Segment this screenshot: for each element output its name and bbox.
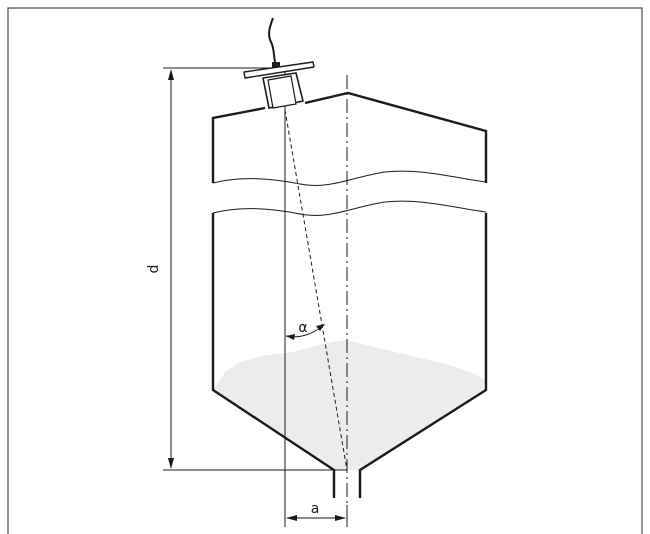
sensor-antenna: [267, 75, 297, 109]
dimension-d-label: d: [146, 265, 162, 274]
silo-lower-wall: [211, 213, 488, 498]
dimension-a-label: a: [311, 501, 320, 517]
dimension-d-arrow-bottom: [168, 458, 174, 469]
break-line-2: [212, 200, 487, 216]
radar-sensor: [243, 17, 315, 109]
break-line-1: [212, 170, 487, 186]
frame-border: [7, 7, 643, 534]
dimension-a-arrow-right: [335, 515, 346, 521]
sensor-cable-gland: [272, 62, 280, 68]
measurement-beam: [284, 109, 348, 471]
silo-upper-wall: [211, 91, 488, 183]
bulk-material: [213, 340, 486, 470]
sensor-cable: [268, 17, 277, 67]
dimension-d-arrow-top: [168, 69, 174, 80]
sensor-mounting-flange: [243, 61, 315, 79]
angle-alpha-label: α: [298, 320, 307, 336]
angle-arrow-left: [286, 334, 295, 340]
dimension-a-arrow-left: [286, 515, 297, 521]
angle-arrow-right: [316, 324, 325, 331]
